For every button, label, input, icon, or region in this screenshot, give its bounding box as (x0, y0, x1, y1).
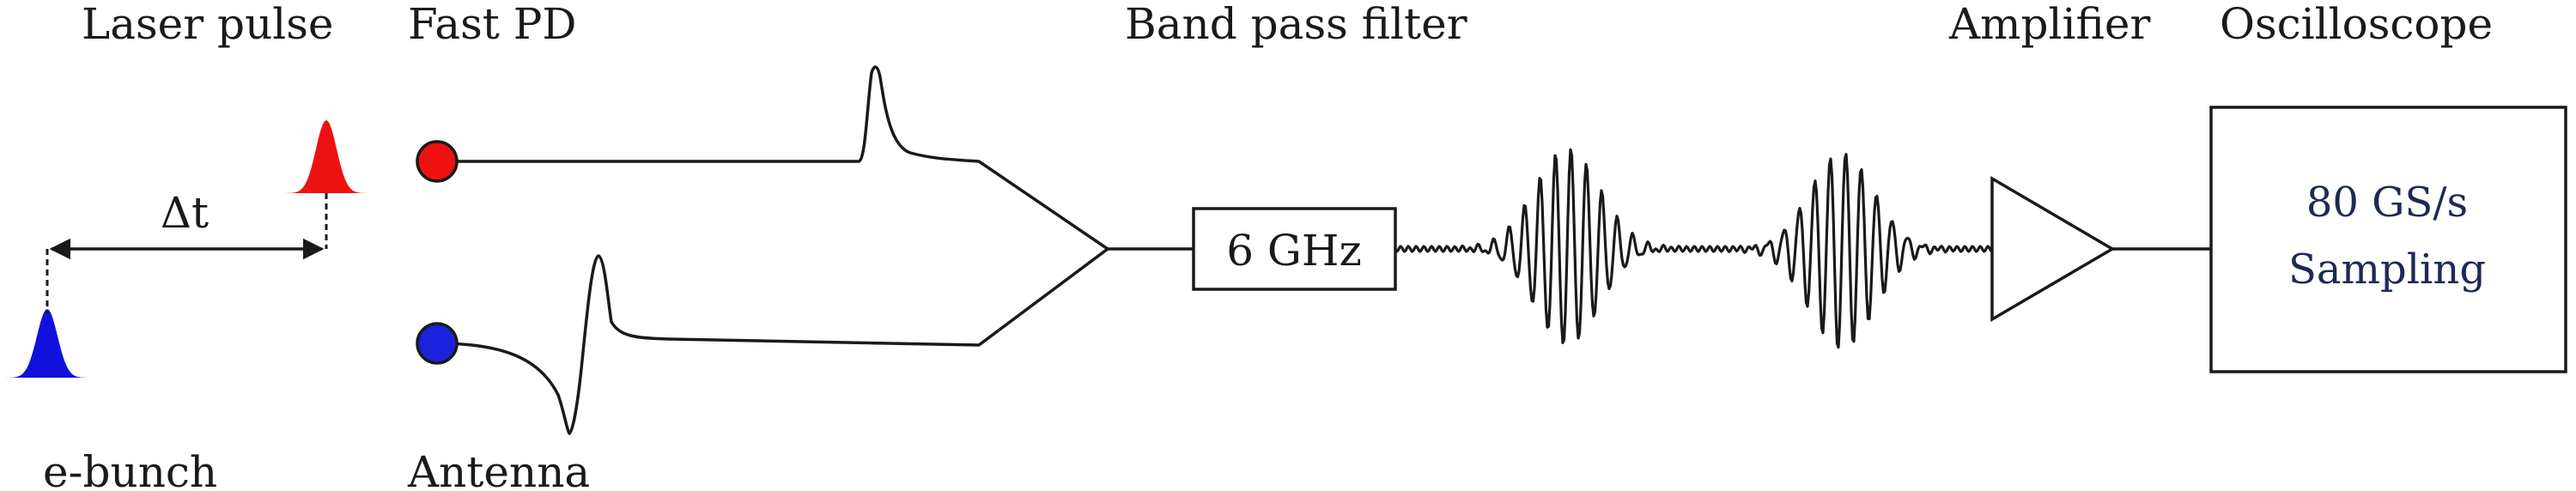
laser-pulse-shape (285, 120, 368, 193)
fast-pd-signal-trace (436, 65, 1195, 251)
antenna-signal-trace (436, 247, 1109, 435)
e-bunch-label: e-bunch (43, 447, 217, 491)
band-pass-filter-box (1192, 207, 1397, 291)
antenna-dot (416, 322, 459, 365)
filter-frequency-label: 6 GHz (1226, 226, 1362, 276)
sampling-label: Sampling (2288, 246, 2486, 294)
sampling-rate-label: 80 GS/s (2306, 179, 2468, 227)
fast-pd-dot (416, 140, 459, 183)
antenna-label: Antenna (407, 447, 590, 491)
amplifier-triangle (1990, 175, 2116, 323)
filtered-wave-packets (1394, 148, 1994, 349)
delta-t-label: Δt (161, 188, 209, 238)
fast-pd-label: Fast PD (408, 0, 576, 49)
band-pass-filter-label: Band pass filter (1125, 0, 1467, 49)
laser-pulse-label: Laser pulse (82, 0, 334, 49)
oscilloscope-label: Oscilloscope (2220, 0, 2493, 49)
e-bunch-shape (6, 309, 88, 378)
oscilloscope-box (2209, 106, 2567, 373)
amplifier-label: Amplifier (1948, 0, 2150, 49)
